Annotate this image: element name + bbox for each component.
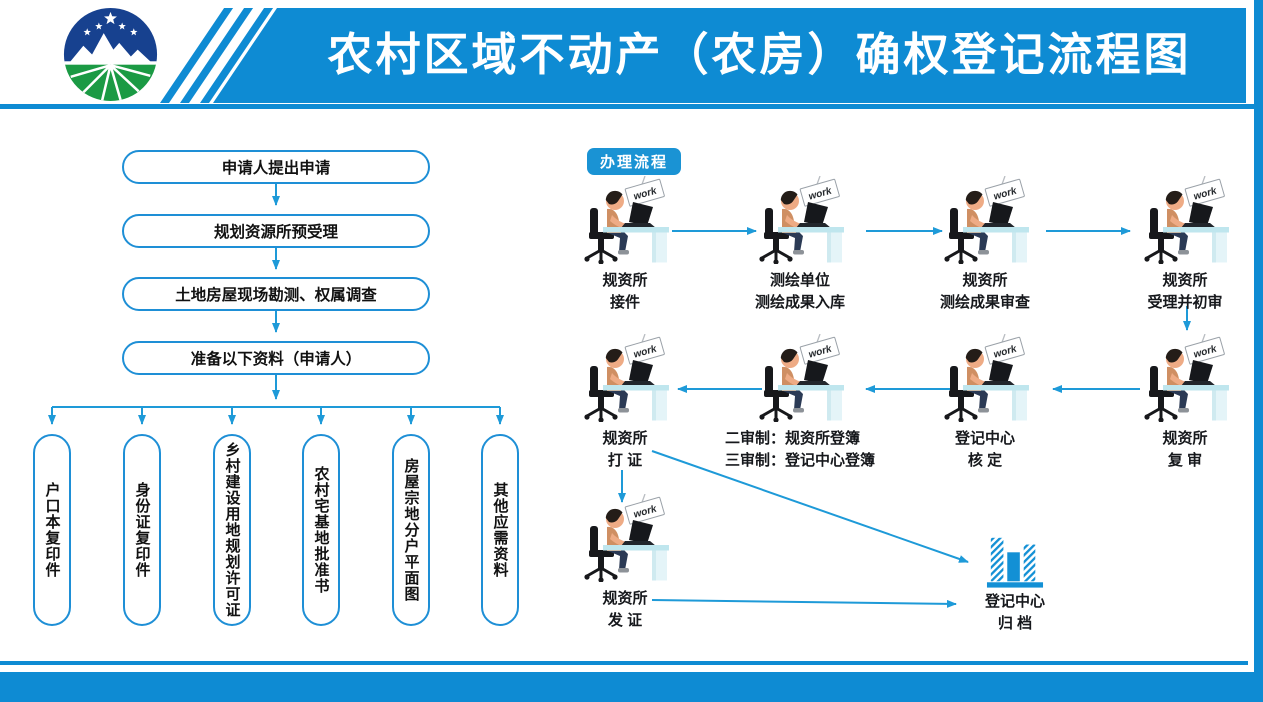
node-issue-cert: work 规资所发 证 (540, 493, 710, 632)
worker-at-desk-icon: work (584, 175, 669, 265)
header-divider (0, 104, 1263, 109)
bottom-band (0, 672, 1263, 702)
material-planning-permit: 乡村建设用地规划许可证 (213, 434, 251, 626)
node-print-cert: work 规资所打 证 (540, 333, 710, 472)
node-archive: 登记中心归 档 (950, 532, 1080, 635)
header-band: 农村区域不动产（农房）确权登记流程图 (213, 8, 1246, 103)
worker-at-desk-icon: work (944, 175, 1029, 265)
node-registration-book: work 二审制：规资所登簿三审制：登记中心登簿 (680, 333, 920, 472)
process-badge: 办理流程 (587, 148, 682, 175)
material-parcel-plan: 房屋宗地分户平面图 (392, 434, 430, 626)
worker-at-desk-icon: work (1144, 333, 1229, 423)
flow-step-apply: 申请人提出申请 (122, 150, 430, 184)
node-survey-review: work 规资所测绘成果审查 (900, 175, 1070, 314)
worker-at-desk-icon: work (1144, 175, 1229, 265)
node-verification: work 登记中心核 定 (900, 333, 1070, 472)
node-receive: work 规资所接件 (540, 175, 710, 314)
material-homestead-approval: 农村宅基地批准书 (302, 434, 340, 626)
worker-at-desk-icon: work (759, 175, 844, 265)
worker-at-desk-icon: work (944, 333, 1029, 423)
node-survey-db: work 测绘单位测绘成果入库 (715, 175, 885, 314)
worker-at-desk-icon: work (759, 333, 844, 423)
flow-step-preaccept: 规划资源所预受理 (122, 214, 430, 248)
flow-step-materials: 准备以下资料（申请人） (122, 341, 430, 375)
material-other: 其他应需资料 (481, 434, 519, 626)
worker-at-desk-icon: work (584, 493, 669, 583)
page-title: 农村区域不动产（农房）确权登记流程图 (327, 30, 1192, 80)
material-hukou: 户口本复印件 (33, 434, 71, 626)
natural-resources-logo (63, 7, 158, 102)
bottom-divider (0, 661, 1248, 665)
right-edge-bar (1254, 0, 1263, 702)
archive-books-icon (986, 537, 1044, 588)
material-id-card: 身份证复印件 (123, 434, 161, 626)
node-initial-review: work 规资所受理并初审 (1100, 175, 1263, 314)
worker-at-desk-icon: work (584, 333, 669, 423)
node-recheck: work 规资所复 审 (1100, 333, 1263, 472)
flow-step-survey: 土地房屋现场勘测、权属调查 (122, 277, 430, 311)
